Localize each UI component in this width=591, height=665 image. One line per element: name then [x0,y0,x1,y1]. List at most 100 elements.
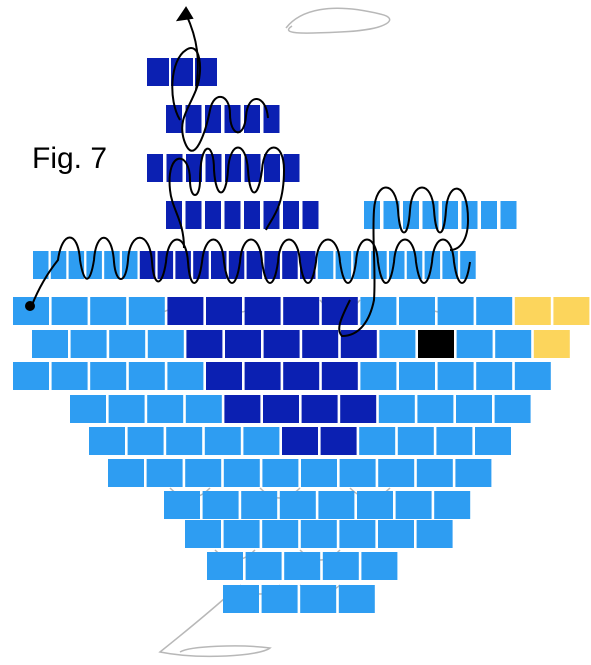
bead-dark-blue [302,330,339,358]
bead-light-blue [70,330,107,358]
bead-dark-blue [264,154,280,182]
bead-light-blue [300,585,337,613]
bead-light-blue [207,552,243,580]
bead-light-blue [202,491,239,519]
bead-light-blue [456,395,492,423]
bead-light-blue [279,491,316,519]
bead-dark-blue [320,427,357,455]
bead-dark-blue [283,201,299,229]
bead-dark-blue [246,251,263,279]
bead-light-blue [241,491,278,519]
bead-light-blue [261,585,298,613]
bead-dark-blue [167,297,204,325]
bead-light-blue [379,330,416,358]
bead-dark-blue [186,330,223,358]
bead-light-blue [185,395,222,423]
bead-light-blue [185,459,222,487]
bead-light-blue [128,297,165,325]
bead-light-blue [147,330,184,358]
bead-dark-blue [185,105,202,133]
bead-dark-blue [171,58,193,86]
bead-light-blue [481,201,497,229]
bead-light-blue [127,427,164,455]
thread-start-knot [25,301,35,311]
bead-dark-blue [301,395,338,423]
bead-light-blue [185,520,221,548]
bead-light-blue [361,552,398,580]
bead-light-blue [357,491,393,519]
bead-dark-blue [206,362,242,390]
bead-yellow [533,330,570,358]
bead-light-blue [476,362,513,390]
bead-light-blue [223,585,259,613]
bead-light-blue [32,330,68,358]
bead-light-blue [437,362,474,390]
bead-light-blue [495,330,532,358]
bead-light-blue [318,491,355,519]
bead-light-blue [417,395,454,423]
bead-light-blue [262,520,299,548]
thread-arrow-head [175,6,194,22]
bead-light-blue [128,362,165,390]
bead-light-blue [416,520,453,548]
bead-light-blue [339,459,376,487]
bead-black [418,330,454,358]
bead-light-blue [164,491,200,519]
thread-path [25,6,471,338]
bead-light-blue [436,427,473,455]
bead-light-blue [395,491,432,519]
ghost-thread-bottom [158,597,272,658]
bead-light-blue [494,395,531,423]
bead-light-blue [397,427,434,455]
bead-light-blue [500,201,517,229]
bead-light-blue [456,330,493,358]
bead-light-blue [90,297,127,325]
bead-light-blue [146,459,183,487]
bead-light-blue [359,427,396,455]
bead-dark-blue [224,201,241,229]
bead-light-blue [322,552,359,580]
bead-light-blue [166,427,203,455]
bead-light-blue [51,297,88,325]
ghost-thread-top [285,7,391,34]
bead-light-blue [223,520,260,548]
bead-light-blue [243,427,280,455]
bead-light-blue [460,251,476,279]
thread-right-loops [338,186,470,338]
bead-light-blue [399,297,435,325]
bead-dark-blue [244,297,281,325]
bead-dark-blue [263,330,300,358]
bead-light-blue [514,362,551,390]
bead-light-blue [339,520,376,548]
bead-dark-blue [185,201,202,229]
bead-dark-blue [340,330,377,358]
bead-dark-blue [205,201,221,229]
bead-light-blue [90,362,127,390]
bead-dark-blue [302,201,319,229]
bead-light-blue [399,362,435,390]
bead-light-blue [475,427,511,455]
thread-loops-top [171,47,269,152]
bead-dark-blue [282,427,318,455]
bead-light-blue [167,362,204,390]
bead-light-blue [50,251,67,279]
bead-light-blue [476,297,513,325]
bead-light-blue [70,395,106,423]
bead-light-blue [108,395,145,423]
bead-yellow [514,297,551,325]
bead-dark-blue [166,201,182,229]
bead-light-blue [204,427,241,455]
bead-light-blue [108,459,144,487]
bead-dark-blue [282,251,298,279]
bead-dark-blue [244,362,281,390]
bead-light-blue [403,201,419,229]
bead-dark-blue [321,362,358,390]
bead-light-blue [338,585,375,613]
bead-dark-blue [244,201,260,229]
bead-dark-blue [224,105,241,133]
bead-light-blue [223,459,260,487]
bead-light-blue [455,459,492,487]
bead-light-blue [317,251,334,279]
bead-dark-blue [300,251,316,279]
